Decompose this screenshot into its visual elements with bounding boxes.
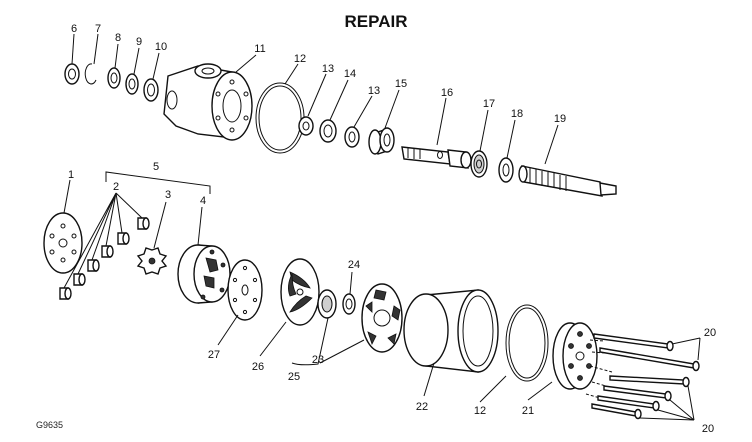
part-3-star-rotor xyxy=(136,247,168,275)
callout-20-upper: 20 xyxy=(704,327,716,339)
callout-6: 6 xyxy=(71,23,77,35)
callout-2: 2 xyxy=(113,181,119,193)
callout-12-lower: 12 xyxy=(474,405,486,417)
part-15-needle-bearing xyxy=(368,127,395,155)
callout-12-upper: 12 xyxy=(294,53,306,65)
part-22-housing-sleeve xyxy=(403,289,499,373)
callout-9: 9 xyxy=(136,36,142,48)
part-2-rollers xyxy=(59,217,150,300)
callout-13-a: 13 xyxy=(322,63,334,75)
callout-16: 16 xyxy=(441,87,453,99)
callout-4: 4 xyxy=(200,195,206,207)
part-8-washer xyxy=(107,67,121,89)
callout-20-lower: 20 xyxy=(702,423,714,435)
callout-25: 25 xyxy=(288,371,300,383)
part-21-end-cap xyxy=(552,322,598,390)
callout-23: 23 xyxy=(312,354,324,366)
callout-24: 24 xyxy=(348,259,360,271)
callout-22: 22 xyxy=(416,401,428,413)
part-11-housing xyxy=(163,63,253,141)
part-26-commutator-plate xyxy=(280,258,320,326)
part-14-bearing xyxy=(319,119,337,143)
part-12-o-ring-upper xyxy=(255,82,305,154)
part-16-drive-shaft xyxy=(401,146,472,169)
callout-3: 3 xyxy=(165,189,171,201)
part-27-plate xyxy=(227,259,263,321)
callout-labels: 6 7 8 9 10 11 12 13 14 13 15 16 17 18 19… xyxy=(68,23,716,435)
callout-5: 5 xyxy=(153,161,159,173)
callout-15: 15 xyxy=(395,78,407,90)
callout-10: 10 xyxy=(155,41,167,53)
part-19-splined-shaft xyxy=(518,165,617,197)
callout-7: 7 xyxy=(95,23,101,35)
callout-14: 14 xyxy=(344,68,356,80)
callout-27: 27 xyxy=(208,349,220,361)
callout-11: 11 xyxy=(254,43,265,55)
part-25-commutator xyxy=(317,289,337,319)
part-18-thrust-washer xyxy=(498,157,514,183)
part-4-gerotor-ring xyxy=(177,244,231,304)
part-6-seal xyxy=(64,63,80,85)
part-13-washer-b xyxy=(344,126,360,148)
callout-26: 26 xyxy=(252,361,264,373)
part-13-washer-a xyxy=(298,116,314,136)
callout-21: 21 xyxy=(522,405,534,417)
part-1-end-plate xyxy=(43,212,83,274)
callout-18: 18 xyxy=(511,108,523,120)
leader-lines xyxy=(63,33,701,421)
part-17-bearing xyxy=(470,150,488,178)
page-title: REPAIR xyxy=(344,12,408,31)
callout-17: 17 xyxy=(483,98,495,110)
callout-13-b: 13 xyxy=(368,85,380,97)
callout-1: 1 xyxy=(68,169,74,181)
part-7-snap-ring xyxy=(84,63,97,85)
callout-8: 8 xyxy=(115,32,121,44)
figure-code: G9635 xyxy=(36,420,64,430)
callout-19: 19 xyxy=(554,113,566,125)
part-10-seal xyxy=(143,78,159,102)
part-23-manifold xyxy=(361,283,403,353)
part-20-cap-screws xyxy=(585,333,700,420)
part-24-seal xyxy=(342,293,356,315)
part-9-seal xyxy=(125,73,139,95)
part-12-o-ring-lower xyxy=(505,304,549,382)
